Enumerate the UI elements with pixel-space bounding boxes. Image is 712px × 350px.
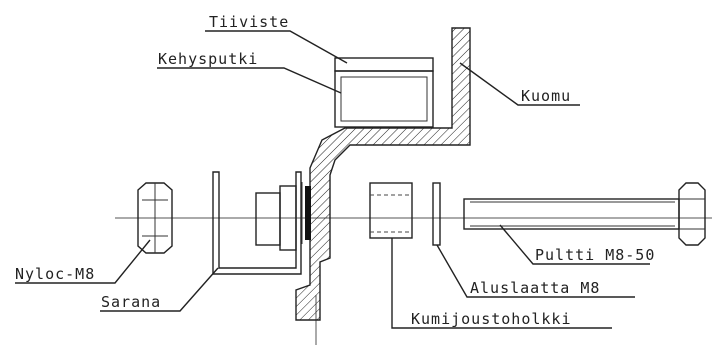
label-kuomu: Kuomu [521, 87, 571, 105]
tiiviste-seal [334, 57, 434, 72]
label-kehysputki: Kehysputki [158, 50, 258, 68]
leader-pultti [499, 224, 650, 265]
leader-kuomu [459, 62, 580, 106]
kumijoustoholkki-bushing [369, 182, 413, 239]
label-kumijoustoholkki: Kumijoustoholkki [411, 310, 572, 328]
leader-nyloc [15, 239, 151, 284]
leader-tiiviste [205, 30, 348, 64]
pultti-bolt [463, 182, 706, 246]
label-pultti: Pultti M8-50 [535, 246, 655, 264]
kehysputki-tube [334, 70, 434, 128]
label-aluslaatta: Aluslaatta M8 [470, 279, 600, 297]
label-nyloc: Nyloc-M8 [15, 265, 95, 283]
sarana-hinge [212, 171, 302, 275]
label-sarana: Sarana [101, 293, 161, 311]
nyloc-nut [137, 182, 173, 254]
kuomu-profile [295, 27, 471, 321]
hinge-boss [255, 182, 311, 251]
aluslaatta-washer [432, 182, 441, 246]
label-tiiviste: Tiiviste [209, 13, 289, 31]
kehysputki-inner [340, 76, 428, 122]
leader-kumijoustoholkki [391, 238, 612, 329]
leader-aluslaatta [436, 244, 635, 298]
leader-kehysputki [157, 67, 342, 94]
leader-sarana [100, 267, 219, 312]
